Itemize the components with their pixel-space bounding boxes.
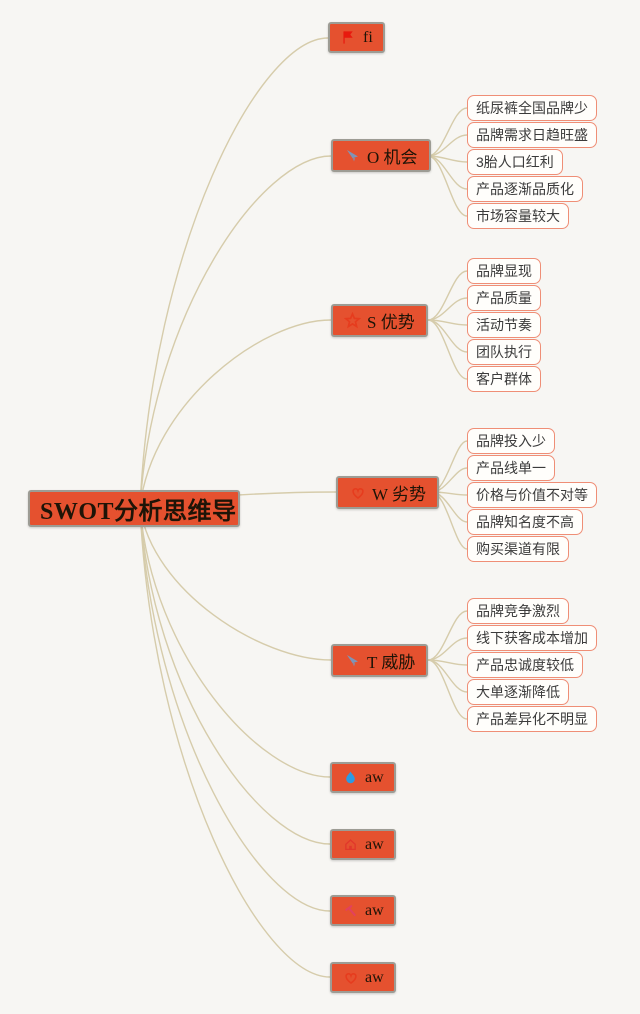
root-node[interactable]: SWOT分析思维导	[28, 490, 240, 527]
child-node[interactable]: 客户群体	[467, 366, 541, 392]
branch-node-label: aw	[365, 901, 384, 919]
child-node[interactable]: 团队执行	[467, 339, 541, 365]
hammer-icon	[342, 902, 359, 919]
child-node[interactable]: 线下获客成本增加	[467, 625, 597, 651]
branch-node-label: T 威胁	[367, 653, 416, 672]
child-node[interactable]: 购买渠道有限	[467, 536, 569, 562]
root-node-label: SWOT分析思维导	[40, 499, 237, 525]
child-node[interactable]: 价格与价值不对等	[467, 482, 597, 508]
branch-node-label: aw	[365, 768, 384, 786]
child-node[interactable]: 品牌需求日趋旺盛	[467, 122, 597, 148]
branch-node-aw-heart[interactable]: aw	[330, 962, 396, 993]
flame-icon	[342, 769, 359, 786]
branch-node-flag[interactable]: fi	[328, 22, 385, 53]
paper-plane-icon	[344, 652, 361, 669]
branch-node-weakness[interactable]: W 劣势	[336, 476, 439, 509]
child-node[interactable]: 品牌显现	[467, 258, 541, 284]
child-node[interactable]: 3胎人口红利	[467, 149, 563, 175]
branch-node-strength[interactable]: S 优势	[331, 304, 428, 337]
child-node[interactable]: 产品逐渐品质化	[467, 176, 583, 202]
child-node[interactable]: 品牌投入少	[467, 428, 555, 454]
star-icon	[344, 312, 361, 329]
heart-icon	[349, 484, 366, 501]
branch-node-label: aw	[365, 835, 384, 853]
branch-node-opportunity[interactable]: O 机会	[331, 139, 431, 172]
child-node[interactable]: 大单逐渐降低	[467, 679, 569, 705]
child-node[interactable]: 产品忠诚度较低	[467, 652, 583, 678]
branch-node-label: aw	[365, 968, 384, 986]
child-node[interactable]: 产品质量	[467, 285, 541, 311]
branch-node-label: S 优势	[367, 313, 415, 332]
branch-node-threat[interactable]: T 威胁	[331, 644, 429, 677]
branch-node-aw-home[interactable]: aw	[330, 829, 396, 860]
branch-node-aw-hammer[interactable]: aw	[330, 895, 396, 926]
branch-node-label: W 劣势	[372, 485, 426, 504]
home-icon	[342, 836, 359, 853]
child-node[interactable]: 活动节奏	[467, 312, 541, 338]
branch-node-aw-flame[interactable]: aw	[330, 762, 396, 793]
branch-node-label: O 机会	[367, 148, 418, 167]
child-node[interactable]: 纸尿裤全国品牌少	[467, 95, 597, 121]
child-node[interactable]: 品牌知名度不高	[467, 509, 583, 535]
child-node[interactable]: 品牌竞争激烈	[467, 598, 569, 624]
paper-plane-icon	[344, 147, 361, 164]
child-node[interactable]: 市场容量较大	[467, 203, 569, 229]
branch-node-label: fi	[363, 28, 373, 46]
child-node[interactable]: 产品线单一	[467, 455, 555, 481]
child-node[interactable]: 产品差异化不明显	[467, 706, 597, 732]
heart-icon	[342, 969, 359, 986]
flag-icon	[340, 29, 357, 46]
